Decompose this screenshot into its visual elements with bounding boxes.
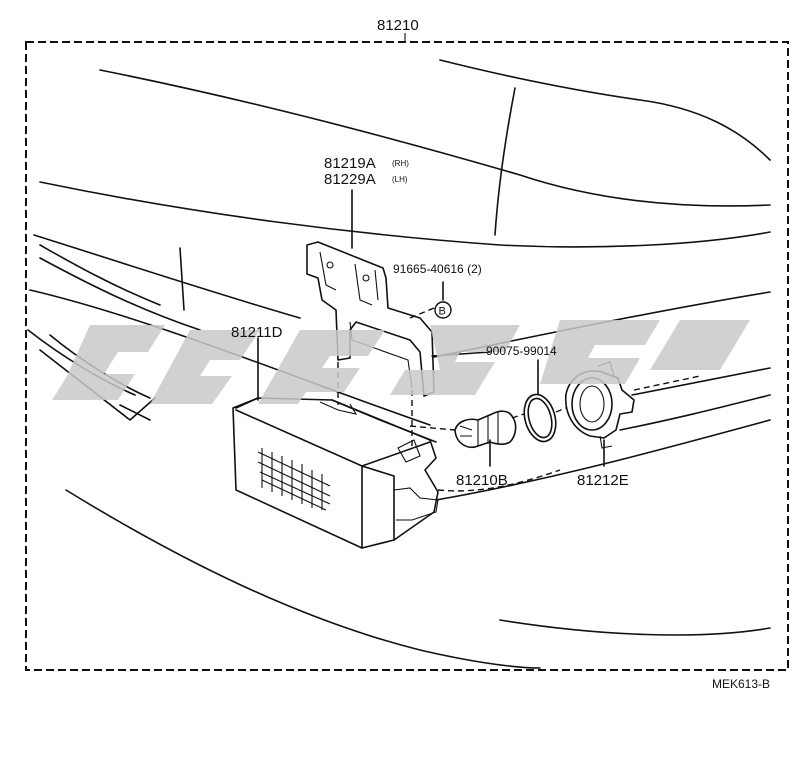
bracket-lh-suffix: (LH) xyxy=(392,175,408,184)
assembly-part-label: 81210 xyxy=(377,17,419,34)
bracket-rh-label: 81219A xyxy=(324,155,376,172)
watermark-logo xyxy=(52,320,750,404)
leader-lines xyxy=(257,189,701,492)
part-labels: 81219A (RH) 81229A (LH) 91665-40616 (2) … xyxy=(231,155,770,691)
assembly-label-group: 81210 xyxy=(377,17,419,42)
bulb-part-label: 81210B xyxy=(456,472,508,489)
bolt-marker: B xyxy=(434,301,452,319)
oring-part xyxy=(523,393,557,443)
lens-pattern xyxy=(257,448,331,511)
bulb-part xyxy=(454,410,517,448)
lamp-housing-part xyxy=(232,397,439,549)
bolt-part-label: 91665-40616 (2) xyxy=(393,262,482,276)
bolt-marker-letter: B xyxy=(439,306,446,318)
assembly-frame xyxy=(25,41,789,671)
lamp-housing-label: 81211D xyxy=(231,324,283,341)
drawing-code-label: MEK613-B xyxy=(712,677,770,691)
bracket-lh-label: 81229A xyxy=(324,171,376,188)
oring-part-label: 90075-99014 xyxy=(486,344,557,358)
bracket-rh-suffix: (RH) xyxy=(392,159,409,168)
socket-part-label: 81212E xyxy=(577,472,629,489)
